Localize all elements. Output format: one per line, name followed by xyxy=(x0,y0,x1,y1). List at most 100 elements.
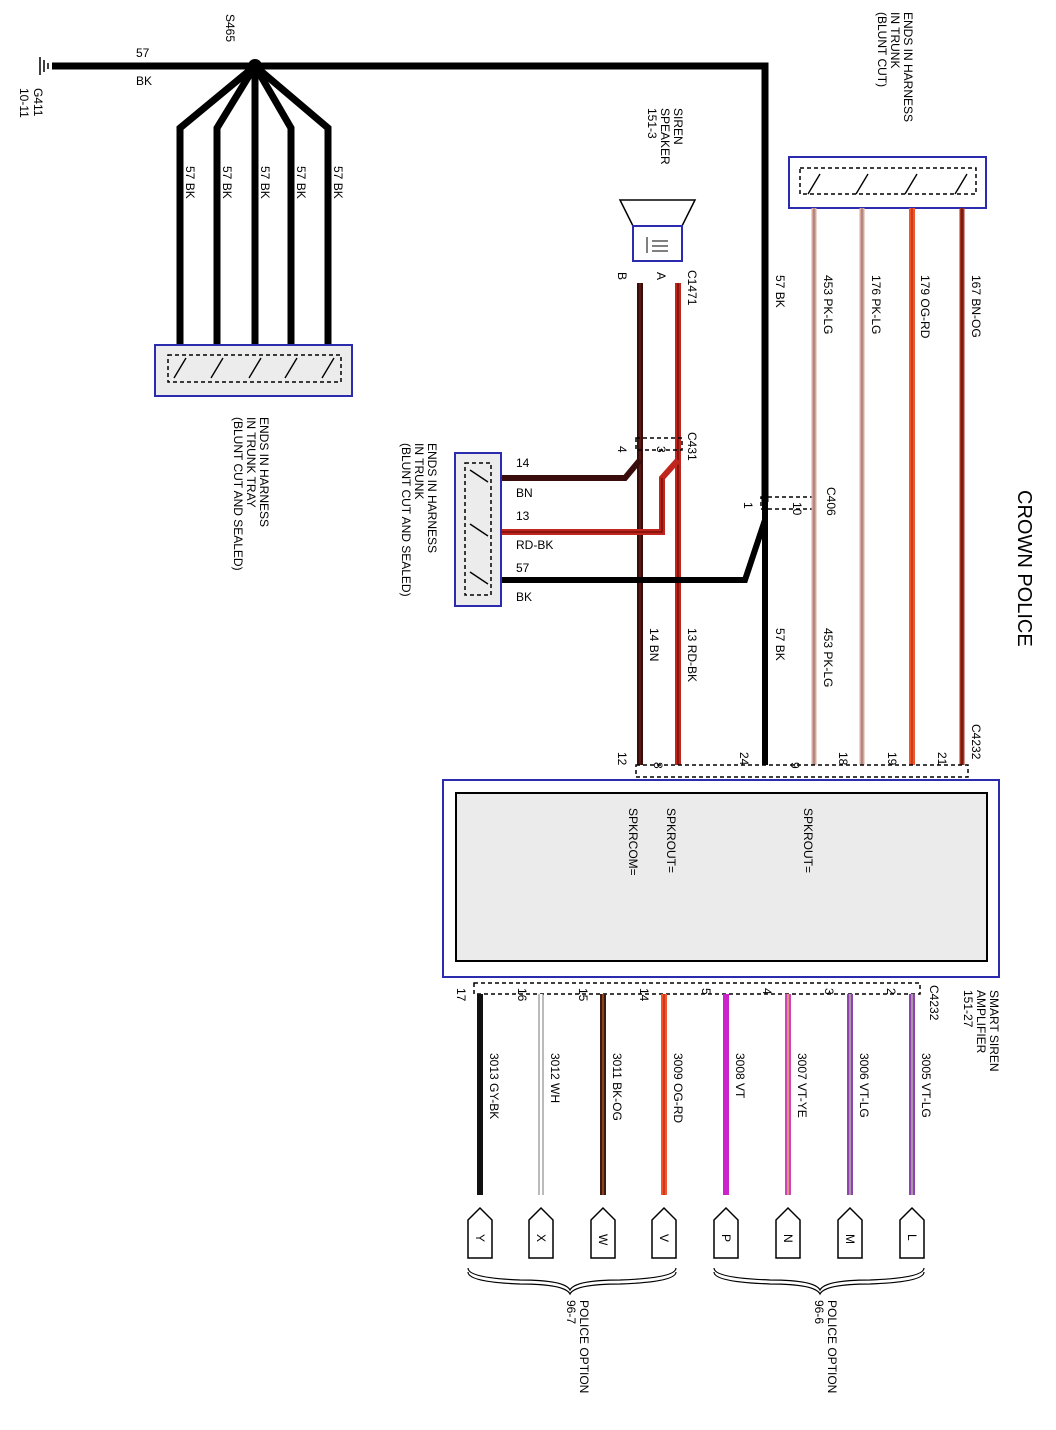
terminal-m: M xyxy=(837,1206,863,1259)
terminal-x: X xyxy=(528,1206,554,1259)
speaker-pin-a: A xyxy=(654,272,668,280)
connector-c4232-top xyxy=(635,764,969,778)
terminal-n: N xyxy=(775,1206,801,1259)
amp-name: SMART SIREN xyxy=(987,990,1001,1072)
branch-5-label: 57 BK xyxy=(331,166,345,199)
terminal-l: L xyxy=(899,1206,925,1259)
harness-tray-line1: ENDS IN HARNESS xyxy=(257,417,271,527)
ground-symbol xyxy=(39,57,49,75)
amp-ref: 151-27 xyxy=(961,990,975,1028)
trunk-wire-1-circuit: 14 xyxy=(516,456,530,470)
trunk-wire-14-bn xyxy=(488,458,643,481)
svg-text:3012 WH: 3012 WH xyxy=(548,1053,562,1103)
harness-top-line3: (BLUNT CUT) xyxy=(875,12,889,87)
svg-text:Y: Y xyxy=(473,1234,487,1242)
connector-c431 xyxy=(635,437,683,451)
c406-pin-10: 10 xyxy=(790,502,804,516)
trunk-wire-3-color: BK xyxy=(516,590,532,604)
amp-top-pin-18: 18 xyxy=(836,752,850,766)
branch-1-label: 57 BK xyxy=(183,166,197,199)
svg-text:3005 VT-LG: 3005 VT-LG xyxy=(919,1053,933,1118)
option-left-ref: 96-7 xyxy=(564,1300,578,1324)
harness-left-line3: (BLUNT CUT AND SEALED) xyxy=(399,443,413,597)
svg-text:3006 VT-LG: 3006 VT-LG xyxy=(857,1053,871,1118)
svg-text:2: 2 xyxy=(884,988,898,995)
option-right-ref: 96-6 xyxy=(812,1300,826,1324)
speaker-ref: 151-3 xyxy=(645,108,659,139)
branch-2-label: 57 BK xyxy=(220,166,234,199)
branch-3-label: 57 BK xyxy=(258,166,272,199)
svg-text:3: 3 xyxy=(822,988,836,995)
c406-label: C406 xyxy=(824,487,838,516)
option-left-name: POLICE OPTION xyxy=(577,1300,591,1393)
svg-text:15: 15 xyxy=(576,988,590,1002)
branch-4-label: 57 BK xyxy=(294,166,308,199)
amp-term-spkrout-2: SPKROUT= xyxy=(801,808,815,873)
amp-top-pin-21: 21 xyxy=(935,752,949,766)
trunk-tray-branches xyxy=(176,63,332,345)
harness-tray-line2: IN TRUNK TRAY xyxy=(244,417,258,508)
amp-term-spkrout-1: SPKROUT= xyxy=(664,808,678,873)
terminal-y: Y xyxy=(467,1206,493,1259)
bottom-wire-labels: 3013 GY-BK 3012 WH 3011 BK-OG 3009 OG-RD… xyxy=(487,1053,933,1123)
amp-name2: AMPLIFIER xyxy=(974,990,988,1054)
svg-text:3013 GY-BK: 3013 GY-BK xyxy=(487,1053,501,1119)
svg-text:N: N xyxy=(781,1234,795,1243)
svg-text:14: 14 xyxy=(637,988,651,1002)
amp-top-pin-12: 12 xyxy=(615,752,629,766)
c431-pin-3: 3 xyxy=(654,446,668,453)
c406-pin-1: 1 xyxy=(741,502,755,509)
harness-trunk-top-box xyxy=(788,156,987,209)
connector-c406 xyxy=(760,496,814,510)
harness-trunk-tray-box xyxy=(154,344,353,397)
svg-text:4: 4 xyxy=(760,988,774,995)
svg-text:W: W xyxy=(596,1234,610,1246)
ground-ref: 10-11 xyxy=(17,88,31,118)
top-wire-4-label: 167 BN-OG xyxy=(969,275,983,338)
amp-top-pin-9: 9 xyxy=(788,762,802,769)
harness-top-line1: ENDS IN HARNESS xyxy=(901,12,915,122)
smart-siren-amplifier-box xyxy=(442,779,1000,978)
harness-left-line2: IN TRUNK xyxy=(412,443,426,499)
bottom-wires xyxy=(477,994,915,1195)
amp-top-pin-24: 24 xyxy=(737,752,751,766)
amp-term-spkrcom: SPKRCOM= xyxy=(626,808,640,876)
speaker-name: SIREN xyxy=(671,108,685,145)
splice-label: S465 xyxy=(223,14,237,42)
amp-top-connector: C4232 xyxy=(969,724,983,760)
main-wire-vertical-label: 57 BK xyxy=(773,275,787,308)
speaker-connector: C1471 xyxy=(685,270,699,306)
brace-police-option-96-7 xyxy=(467,1267,677,1296)
main-bk-wire xyxy=(52,62,769,502)
trunk-wire-2-circuit: 13 xyxy=(516,509,530,523)
lower-label-13-rd-bk: 13 RD-BK xyxy=(685,628,699,682)
svg-text:P: P xyxy=(719,1234,733,1242)
svg-text:16: 16 xyxy=(515,988,529,1002)
amp-top-pin-19: 19 xyxy=(885,752,899,766)
svg-text:X: X xyxy=(534,1234,548,1242)
speaker-name2: SPEAKER xyxy=(658,108,672,165)
top-wire-3-label: 179 OG-RD xyxy=(918,275,932,339)
page-title: CROWN POLICE xyxy=(1013,490,1035,647)
terminal-p: P xyxy=(713,1206,739,1259)
speaker-pin-b: B xyxy=(615,272,629,280)
svg-text:17: 17 xyxy=(454,988,468,1002)
siren-speaker-icon xyxy=(618,199,697,262)
harness-left-line1: ENDS IN HARNESS xyxy=(425,443,439,553)
top-wire-1-label: 453 PK-LG xyxy=(821,275,835,334)
main-wire-color: BK xyxy=(136,74,152,88)
ground-name: G411 xyxy=(31,88,45,117)
svg-text:L: L xyxy=(905,1234,919,1241)
svg-text:V: V xyxy=(657,1234,671,1242)
main-wire-circuit: 57 xyxy=(136,46,150,60)
trunk-wire-1-color: BN xyxy=(516,486,533,500)
connector-c4232-bottom xyxy=(473,982,921,995)
brace-police-option-96-6 xyxy=(713,1267,925,1296)
c431-pin-4: 4 xyxy=(615,446,629,453)
option-right-name: POLICE OPTION xyxy=(825,1300,839,1393)
trunk-wire-57-bk xyxy=(488,519,768,583)
terminal-w: W xyxy=(590,1206,616,1259)
svg-text:5: 5 xyxy=(699,988,713,995)
lower-label-57-bk: 57 BK xyxy=(773,628,787,661)
